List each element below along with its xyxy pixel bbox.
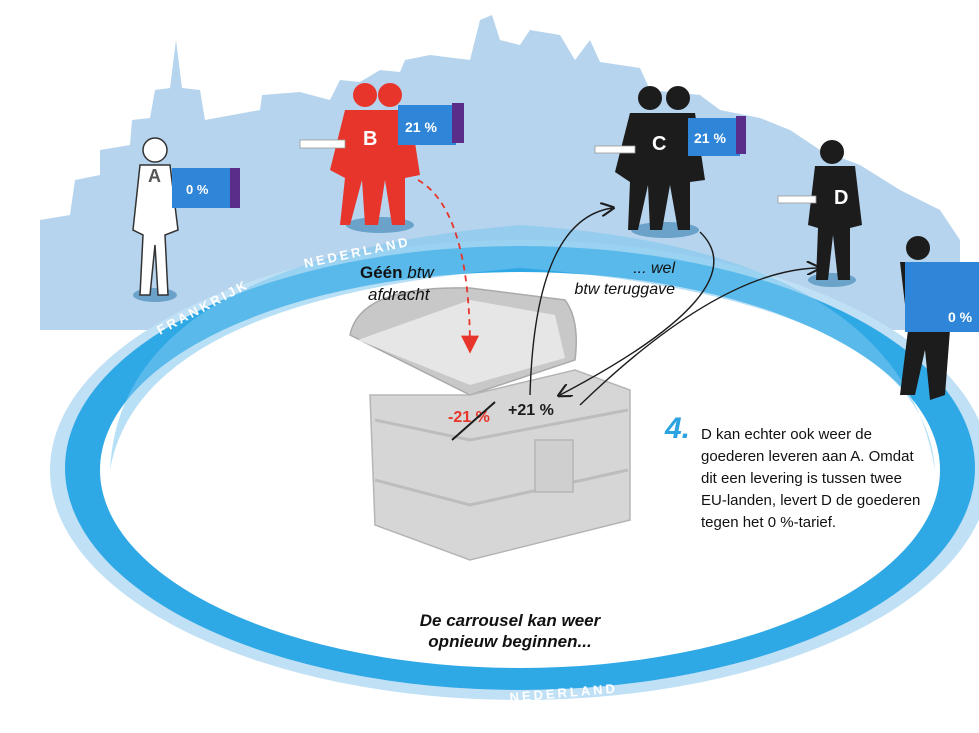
no-vat-line2: afdracht xyxy=(368,285,430,304)
person-a-letter: A xyxy=(148,166,161,186)
footer-line1: De carrousel kan weer xyxy=(419,611,601,630)
step-line: D kan echter ook weer de xyxy=(701,426,872,443)
person-c-letter: C xyxy=(652,133,666,155)
box-b-rate: 21 % xyxy=(405,119,437,135)
chest-plus-label: +21 % xyxy=(508,402,554,419)
step-line: dit een levering is tussen twee xyxy=(701,470,902,487)
treasure-chest: -21 % +21 % xyxy=(349,287,631,561)
person-b-letter: B xyxy=(363,128,377,150)
step-line: EU-landen, levert D de goederen xyxy=(701,492,921,509)
chest-minus-label: -21 % xyxy=(448,409,490,426)
step-line: goederen leveren aan A. Omdat xyxy=(701,448,914,465)
no-vat-italic: btw xyxy=(407,263,434,282)
vat-refund-line1: ... wel xyxy=(633,260,675,277)
box-c-rate: 21 % xyxy=(694,130,726,146)
arrow-chest-to-d xyxy=(579,268,818,406)
chest-minus-strike xyxy=(451,401,496,441)
step-number: 4. xyxy=(665,412,691,445)
person-carrier: 0 % xyxy=(900,236,979,400)
carousel-inner-band xyxy=(110,225,935,470)
box-d-rate: 0 % xyxy=(948,309,973,325)
box-a-rate: 0 % xyxy=(186,182,209,197)
city-skyline xyxy=(40,15,960,330)
vat-refund-line2: btw teruggave xyxy=(574,281,675,298)
no-vat-bold: Géén xyxy=(360,263,403,282)
person-d-letter: D xyxy=(834,187,848,209)
footer-line2: opnieuw beginnen... xyxy=(428,632,592,651)
arrow-chest-to-c xyxy=(529,208,612,396)
no-vat-payment-label: Géén btw afdracht xyxy=(360,262,434,306)
person-b: B 21 % xyxy=(299,83,464,233)
person-a: A 0 % xyxy=(132,137,240,302)
person-d: D xyxy=(777,140,862,287)
carousel-restart-note: De carrousel kan weer opnieuw beginnen..… xyxy=(400,610,620,652)
person-c: C 21 % xyxy=(594,86,746,238)
step-line: tegen het 0 %-tarief. xyxy=(701,514,837,531)
arrow-b-to-chest xyxy=(417,179,479,354)
arrow-c-to-chest xyxy=(560,231,715,395)
vat-refund-label: ... wel btw teruggave xyxy=(550,258,675,300)
